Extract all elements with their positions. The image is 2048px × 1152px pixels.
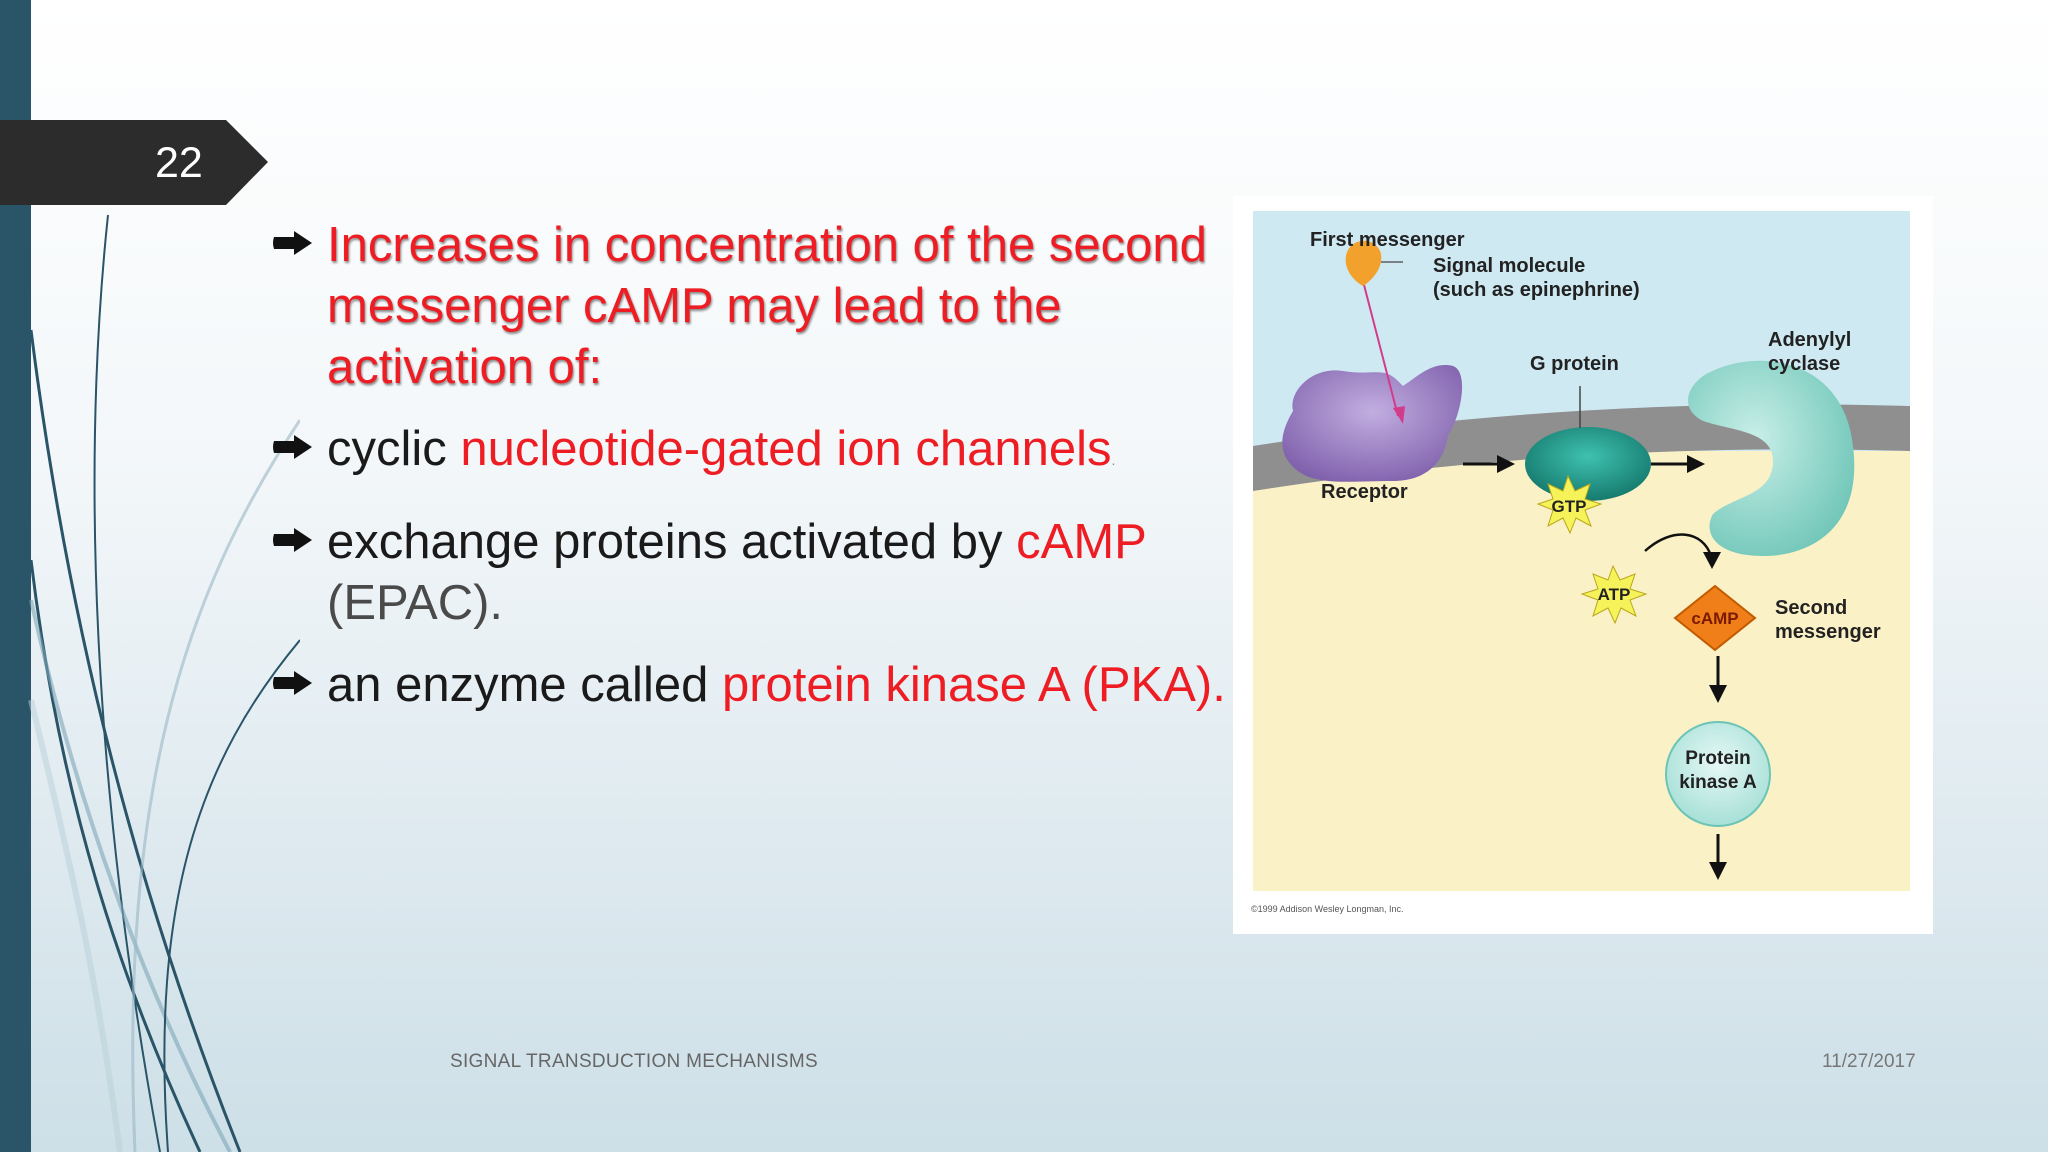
adenylyl-label: Adenylyl (1768, 329, 1851, 351)
receptor-label: Receptor (1321, 481, 1408, 503)
bullet-text-segment: protein kinase A (PKA). (721, 658, 1226, 712)
first-messenger-label: First messenger (1310, 229, 1465, 251)
bullet-item: an enzyme called protein kinase A (PKA). (270, 655, 1230, 716)
cyclase-label: cyclase (1768, 353, 1840, 375)
footer-date: 11/27/2017 (1822, 1051, 1916, 1072)
bullet-text-segment: an enzyme called (327, 658, 722, 712)
gtp-label: GTP (1552, 497, 1587, 516)
camp-pathway-diagram: First messenger Signal molecule (such as… (1233, 196, 1933, 934)
adenylyl-cyclase-shape (1688, 360, 1855, 556)
signal-molecule-sublabel: (such as epinephrine) (1433, 279, 1640, 301)
bullet-text-segment: exchange proteins activated by (327, 515, 1017, 569)
protein-label: Protein (1685, 748, 1750, 769)
bullet-text-segment: . (1111, 452, 1116, 468)
messenger-label: messenger (1775, 621, 1881, 643)
signal-arrow-line (1362, 280, 1399, 417)
bullet-arrow-icon (273, 528, 312, 552)
bullet-list: Increases in concentration of the second… (270, 215, 1230, 737)
signal-molecule-shape (1345, 240, 1382, 286)
copyright-label: ©1999 Addison Wesley Longman, Inc. (1251, 904, 1404, 914)
bullet-text-segment: Increases in concentration of the second… (327, 218, 1207, 394)
pka-shape (1665, 721, 1771, 827)
slide-number: 22 (155, 139, 203, 187)
second-label: Second (1775, 597, 1847, 619)
bullet-text-segment: (EPAC). (327, 576, 504, 630)
signal-arrow-head (1393, 406, 1405, 424)
decorative-curves (28, 214, 300, 1152)
kinase-a-label: kinase A (1679, 772, 1757, 793)
bullet-arrow-icon (273, 671, 312, 695)
signal-molecule-label: Signal molecule (1433, 255, 1585, 277)
bullet-item: exchange proteins activated by cAMP (EPA… (270, 512, 1230, 634)
camp-label: cAMP (1691, 609, 1738, 628)
footer-title: SIGNAL TRANSDUCTION MECHANISMS (450, 1051, 818, 1072)
bullet-item: cyclic nucleotide-gated ion channels. (270, 419, 1230, 491)
g-protein-label: G protein (1530, 353, 1619, 375)
camp-shape (1673, 584, 1757, 652)
atp-label: ATP (1598, 585, 1631, 604)
bullet-text-segment: cAMP (1016, 515, 1146, 569)
bullet-arrow-icon (273, 231, 312, 255)
receptor-shape (1282, 365, 1463, 482)
slide-number-tab (0, 120, 268, 205)
bullet-text-segment: nucleotide-gated ion channels (460, 422, 1112, 476)
bullet-item: Increases in concentration of the second… (270, 215, 1230, 398)
g-protein-shape (1525, 427, 1651, 501)
bullet-text-segment: cyclic (327, 422, 461, 476)
bullet-arrow-icon (273, 435, 312, 459)
